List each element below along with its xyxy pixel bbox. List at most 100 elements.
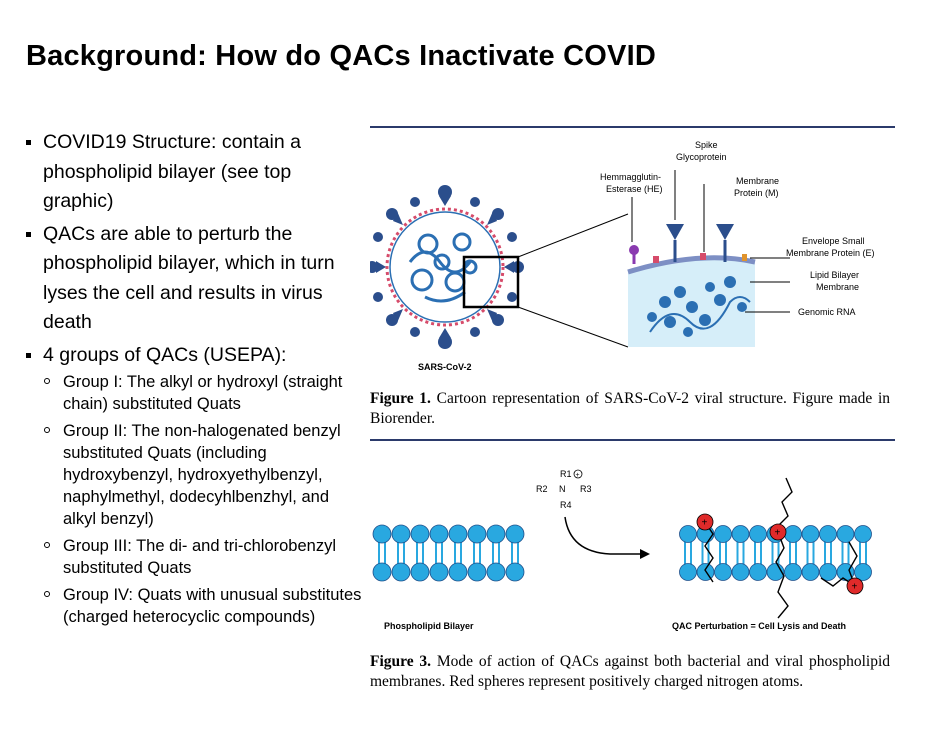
sub-bullet-item: Group II: The non-halogenated benzyl sub…: [26, 420, 366, 530]
svg-text:N: N: [559, 484, 566, 494]
lipid-head: [486, 562, 506, 582]
figure1-illustration: SARS-CoV-2 Hemmagglutin- Esterase (HE) S…: [370, 140, 875, 372]
envelope-label-2: Membrane Protein (E): [786, 248, 875, 258]
bullet-item: QACs are able to perturb the phospholipi…: [26, 220, 366, 338]
sub-bullet-item: Group III: The di- and tri-chlorobenzyl …: [26, 535, 366, 579]
lipid-head: [505, 524, 525, 544]
circle-bullet-icon: [44, 591, 50, 597]
lipid-label-1: Lipid Bilayer: [810, 270, 859, 280]
figure1-caption-text: Cartoon representation of SARS-CoV-2 vir…: [370, 390, 890, 427]
bilayer-label: Phospholipid Bilayer: [384, 621, 474, 631]
bullet-item: COVID19 Structure: contain a phospholipi…: [26, 128, 366, 217]
lipid-head: [448, 524, 468, 544]
zoomed-membrane: [627, 224, 756, 347]
lipid-head: [429, 562, 449, 582]
figure3-caption-text: Mode of action of QACs against both bact…: [370, 653, 891, 690]
lipid-head: [819, 563, 837, 581]
spike-label-2: Glycoprotein: [676, 152, 727, 162]
sub-bullet-text: Group III: The di- and tri-chlorobenzyl …: [63, 537, 336, 577]
lipid-head: [731, 563, 750, 581]
sub-bullet-item: Group I: The alkyl or hydroxyl (straight…: [26, 371, 366, 415]
lipid-head: [801, 525, 820, 543]
figure3-illustration: + + + R1 R2 N R3 R4 + Phospholipid Bilayer…: [372, 469, 872, 631]
lipid-head: [505, 562, 525, 582]
svg-text:R4: R4: [560, 500, 572, 510]
svg-text:+: +: [852, 582, 858, 593]
lipid-head: [410, 524, 430, 544]
positive-nitrogen-sphere: [769, 523, 787, 541]
lipid-head: [467, 562, 487, 582]
sub-bullet-text: Group I: The alkyl or hydroxyl (straight…: [63, 373, 343, 413]
qac-chain: [777, 477, 793, 527]
svg-text:+: +: [702, 518, 708, 529]
square-bullet-icon: [26, 140, 31, 145]
lipid-head: [784, 563, 802, 581]
lipid-head: [836, 525, 855, 543]
virus-particle: [370, 185, 524, 349]
lipid-label-2: Membrane: [816, 282, 859, 292]
lipid-head: [784, 525, 802, 543]
square-bullet-icon: [26, 352, 31, 358]
svg-text:+: +: [775, 528, 781, 539]
lipid-head: [372, 524, 392, 544]
rna-label: Genomic RNA: [798, 307, 856, 317]
quat-structure: R1 R2 N R3 R4 +: [536, 469, 592, 510]
lipid-head: [372, 562, 392, 582]
figure1-top-rule: [370, 126, 895, 128]
he-label-1: Hemmagglutin-: [600, 172, 661, 182]
bullet-item: 4 groups of QACs (USEPA):: [26, 341, 366, 371]
figure3-caption-label: Figure 3.: [370, 653, 432, 670]
circle-bullet-icon: [44, 427, 50, 433]
sub-bullet-text: Group IV: Quats with unusual substitutes…: [63, 586, 362, 626]
qac-chain: [848, 541, 858, 587]
lipid-head: [486, 524, 506, 544]
positive-nitrogen-sphere: [846, 577, 864, 595]
lipid-head: [714, 563, 732, 581]
positive-nitrogen-sphere: [696, 513, 714, 531]
lipid-head: [801, 563, 820, 581]
circle-bullet-icon: [44, 378, 50, 384]
qac-chain: [704, 521, 714, 583]
figure1-caption: Figure 1. Cartoon representation of SARS…: [370, 389, 890, 429]
circle-bullet-icon: [44, 542, 50, 548]
perturbation-label: QAC Perturbation = Cell Lysis and Death: [672, 621, 846, 631]
figure3-top-rule: [370, 439, 895, 441]
svg-text:R1: R1: [560, 469, 572, 479]
membrane-protein-label-1: Membrane: [736, 176, 779, 186]
svg-text:+: +: [576, 472, 580, 479]
svg-text:R3: R3: [580, 484, 592, 494]
bullet-text: 4 groups of QACs (USEPA):: [43, 343, 287, 366]
lipid-head: [819, 525, 837, 543]
lipid-head: [429, 524, 449, 544]
bullet-list: COVID19 Structure: contain a phospholipi…: [26, 128, 366, 633]
lipid-head: [391, 562, 411, 582]
svg-text:R2: R2: [536, 484, 548, 494]
perturbed-bilayer: + + +: [679, 477, 872, 619]
phospholipid-bilayer: [372, 524, 525, 582]
figure1-caption-label: Figure 1.: [370, 390, 431, 407]
figure3-caption: Figure 3. Mode of action of QACs against…: [370, 652, 890, 692]
slide-title: Background: How do QACs Inactivate COVID: [26, 40, 656, 72]
lipid-head: [731, 525, 750, 543]
lipid-head: [854, 563, 872, 581]
virus-name-label: SARS-CoV-2: [418, 362, 472, 372]
spike-label-1: Spike: [695, 140, 718, 150]
membrane-protein-label-2: Protein (M): [734, 188, 779, 198]
square-bullet-icon: [26, 231, 31, 237]
lipid-head: [410, 562, 430, 582]
lipid-head: [679, 525, 697, 543]
qac-chain: [775, 531, 789, 619]
bullet-text: QACs are able to perturb the phospholipi…: [43, 222, 335, 334]
bullet-text: COVID19 Structure: contain a phospholipi…: [43, 131, 301, 212]
he-label-2: Esterase (HE): [606, 184, 663, 194]
lipid-head: [391, 524, 411, 544]
lipid-head: [854, 525, 872, 543]
envelope-label-1: Envelope Small: [802, 236, 865, 246]
reaction-arrow: [564, 516, 640, 555]
lipid-head: [679, 563, 697, 581]
lipid-head: [467, 524, 487, 544]
sub-bullet-text: Group II: The non-halogenated benzyl sub…: [63, 422, 341, 528]
lipid-head: [749, 525, 767, 543]
lipid-head: [448, 562, 468, 582]
sub-bullet-item: Group IV: Quats with unusual substitutes…: [26, 584, 366, 628]
